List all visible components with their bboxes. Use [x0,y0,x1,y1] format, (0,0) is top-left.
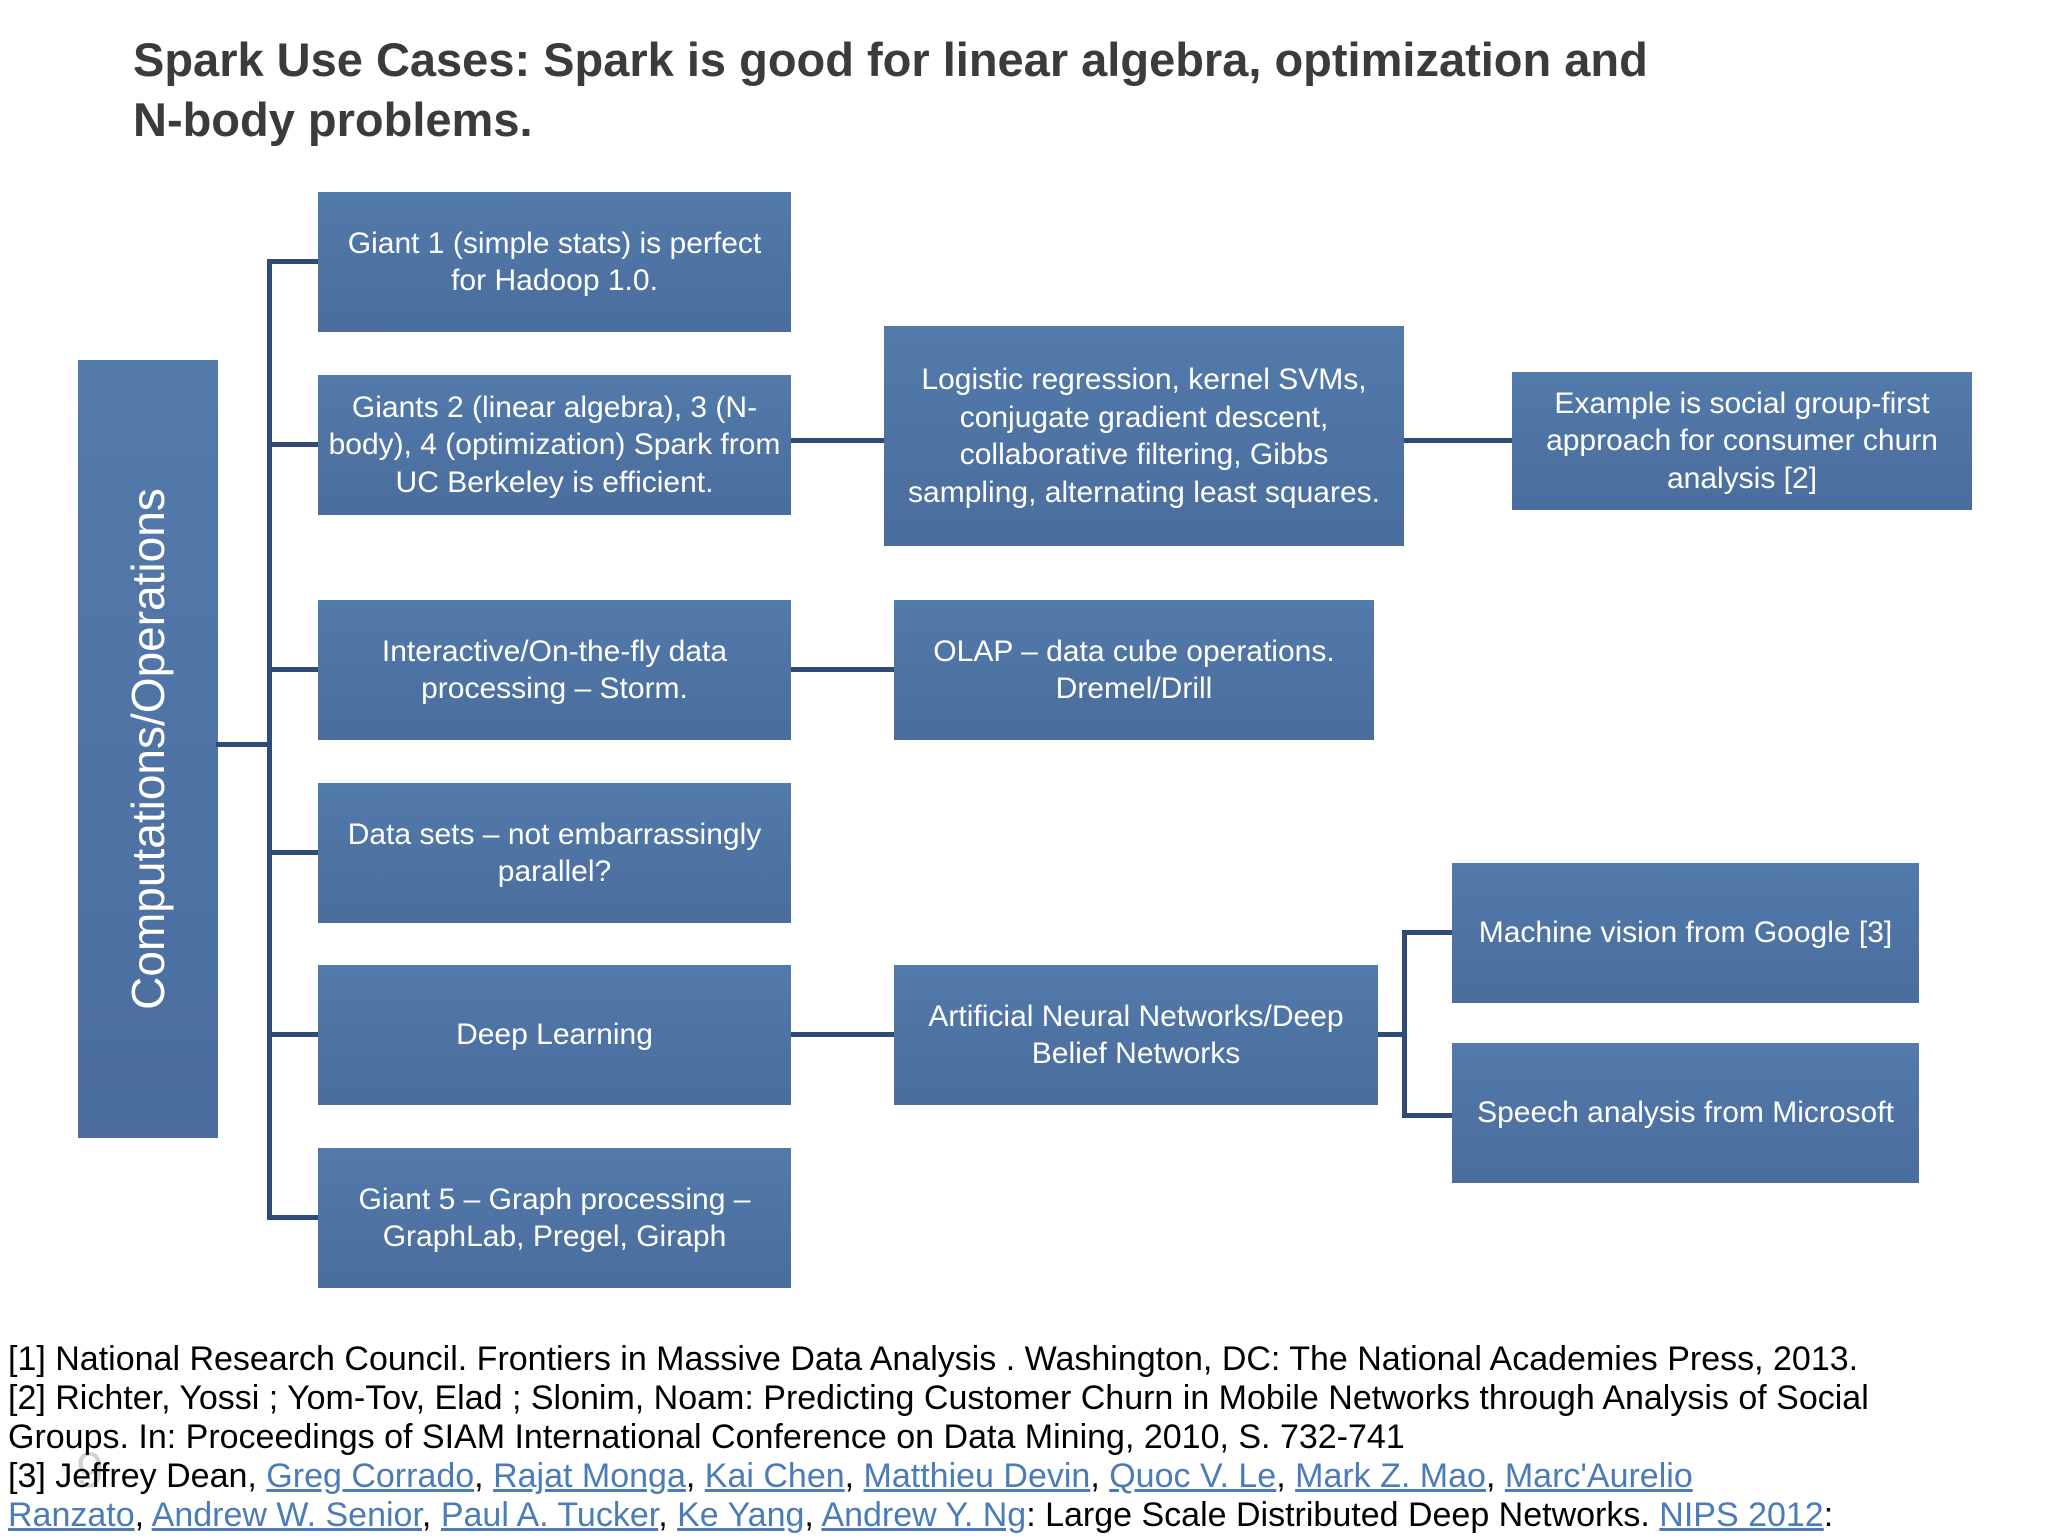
node-olap: OLAP – data cube operations. Dremel/Dril… [894,600,1374,740]
reference-text: , [1276,1457,1296,1495]
reference-text: , [685,1457,705,1495]
node-ann-dbn: Artificial Neural Networks/Deep Belief N… [894,965,1378,1105]
references: [1] National Research Council. Frontiers… [8,1340,2044,1535]
connector-branch-giant5 [267,1215,318,1220]
connector-trunk [267,259,272,1220]
slide-title-line1: Spark Use Cases: Spark is good for linea… [133,33,1648,86]
root-node-label: Computations/Operations [122,488,174,1010]
slide-title-line2: N-body problems. [133,93,533,146]
reference-link[interactable]: NIPS 2012 [1659,1496,1824,1534]
connector-bracket-vision [1402,930,1452,935]
reference-text: , [1485,1457,1505,1495]
reference-link[interactable]: Marc'Aurelio [1504,1457,1693,1495]
reference-text: , [804,1496,822,1534]
node-interactive-storm: Interactive/On-the-fly data processing –… [318,600,791,740]
reference-text: , [658,1496,678,1534]
connector-logistic-churn [1404,438,1512,443]
reference-link[interactable]: Andrew W. Senior [151,1496,422,1534]
reference-link[interactable]: Andrew Y. Ng [821,1496,1027,1534]
reference-line-5: Ranzato, Andrew W. Senior, Paul A. Tucke… [8,1496,2044,1535]
reference-link[interactable]: Quoc V. Le [1109,1457,1277,1495]
connector-root-stub [216,742,269,747]
reference-link[interactable]: Ke Yang [677,1496,805,1534]
connector-branch-datasets [267,850,318,855]
reference-text: : Large Scale Distributed Deep Networks. [1026,1496,1660,1534]
node-datasets: Data sets – not embarrassingly parallel? [318,783,791,923]
reference-text: [3] Jeffrey Dean, [8,1457,267,1495]
reference-link[interactable]: Matthieu Devin [863,1457,1091,1495]
reference-link[interactable]: Ranzato [8,1496,135,1534]
reference-link[interactable]: Mark Z. Mao [1295,1457,1486,1495]
connector-branch-interactive [267,667,318,672]
reference-line-3: Groups. In: Proceedings of SIAM Internat… [8,1418,2044,1457]
connector-ann-stub [1378,1032,1407,1037]
connector-branch-deep-learning [267,1032,318,1037]
reference-line-1: [1] National Research Council. Frontiers… [8,1340,2044,1379]
reference-text: [2] Richter, Yossi ; Yom-Tov, Elad ; Slo… [8,1379,1869,1417]
connector-deep-learning-ann [791,1032,894,1037]
reference-text: , [844,1457,864,1495]
reference-text: , [421,1496,441,1534]
reference-line-4: [3] Jeffrey Dean, Greg Corrado, Rajat Mo… [8,1457,2044,1496]
reference-link[interactable]: Kai Chen [704,1457,845,1495]
reference-text: , [1090,1457,1110,1495]
node-logistic-regression: Logistic regression, kernel SVMs, conjug… [884,326,1404,546]
connector-branch-giant1 [267,259,318,264]
connector-bracket [1402,930,1407,1118]
node-machine-vision: Machine vision from Google [3] [1452,863,1919,1003]
reference-link[interactable]: Greg Corrado [266,1457,475,1495]
reference-text: Groups. In: Proceedings of SIAM Internat… [8,1418,1405,1456]
reference-text: , [474,1457,494,1495]
slide-number-watermark: 9 [76,1442,104,1498]
node-giant5-graph: Giant 5 – Graph processing – GraphLab, P… [318,1148,791,1288]
node-speech-analysis: Speech analysis from Microsoft [1452,1043,1919,1183]
reference-text: : [1823,1496,1834,1534]
slide-title: Spark Use Cases: Spark is good for linea… [133,30,1933,150]
connector-interactive-olap [791,667,894,672]
connector-giants234-logistic [791,438,884,443]
node-computations-operations: Computations/Operations [78,360,218,1138]
node-giants-2-3-4: Giants 2 (linear algebra), 3 (N-body), 4… [318,375,791,515]
node-giant1: Giant 1 (simple stats) is perfect for Ha… [318,192,791,332]
reference-text: [1] National Research Council. Frontiers… [8,1340,1859,1378]
connector-bracket-speech [1402,1113,1452,1118]
node-churn-example: Example is social group-first approach f… [1512,372,1972,510]
reference-link[interactable]: Rajat Monga [493,1457,686,1495]
reference-line-2: [2] Richter, Yossi ; Yom-Tov, Elad ; Slo… [8,1379,2044,1418]
reference-text: , [134,1496,152,1534]
node-deep-learning: Deep Learning [318,965,791,1105]
connector-branch-giants234 [267,442,318,447]
reference-link[interactable]: Paul A. Tucker [440,1496,659,1534]
